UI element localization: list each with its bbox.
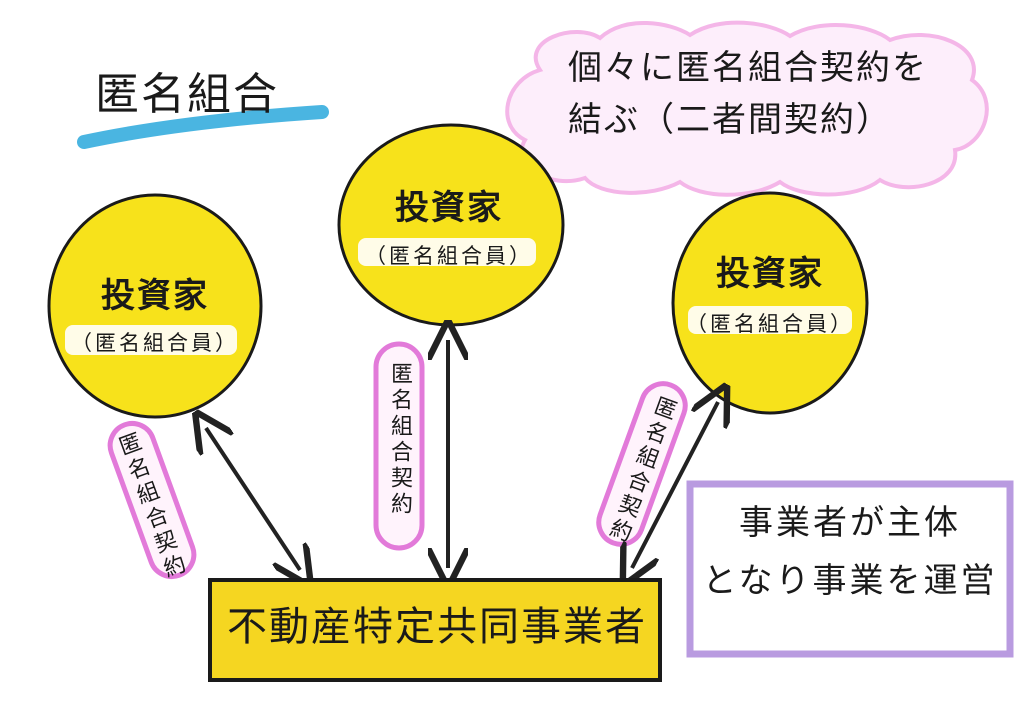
operator-note-line-1: 事業者が主体 — [739, 503, 961, 543]
investor-subtitle-center: （匿名組合員） — [365, 244, 533, 268]
investor-title-center: 投資家 — [395, 188, 503, 228]
contract-note: 個々に匿名組合契約を 結ぶ（二者間契約） — [568, 42, 968, 146]
note-cloud — [505, 20, 989, 197]
investor-title-left: 投資家 — [101, 276, 209, 316]
operator-label: 不動産特定共同事業者 — [227, 604, 647, 650]
investor-label-bg-center — [358, 238, 536, 266]
title-underline — [77, 105, 329, 149]
operator-note-line-2: となり事業を運営 — [702, 561, 998, 601]
operator-note: 事業者が主体 となり事業を運営 — [700, 494, 1000, 610]
contract-pill-left — [107, 420, 197, 580]
operator-box — [208, 578, 662, 682]
arrow-left — [206, 428, 300, 570]
investor-label-bg-right — [688, 306, 852, 334]
investor-circle-left — [47, 193, 263, 419]
contract-pill-center — [373, 341, 425, 551]
contract-note-line-1: 個々に匿名組合契約を — [568, 48, 928, 88]
investor-circle-right — [671, 191, 869, 415]
operator-note-frame — [686, 480, 1014, 658]
arrow-right — [632, 402, 718, 568]
investor-subtitle-left: （匿名組合員） — [71, 331, 239, 355]
investor-subtitle-right: （匿名組合員） — [686, 312, 854, 336]
investor-title-right: 投資家 — [716, 254, 824, 294]
page-title: 匿名組合 — [95, 69, 279, 120]
contract-label-center: 匿名組合契約 — [387, 362, 412, 518]
investor-label-bg-left — [65, 325, 237, 355]
contract-note-line-2: 結ぶ（二者間契約） — [568, 100, 892, 140]
